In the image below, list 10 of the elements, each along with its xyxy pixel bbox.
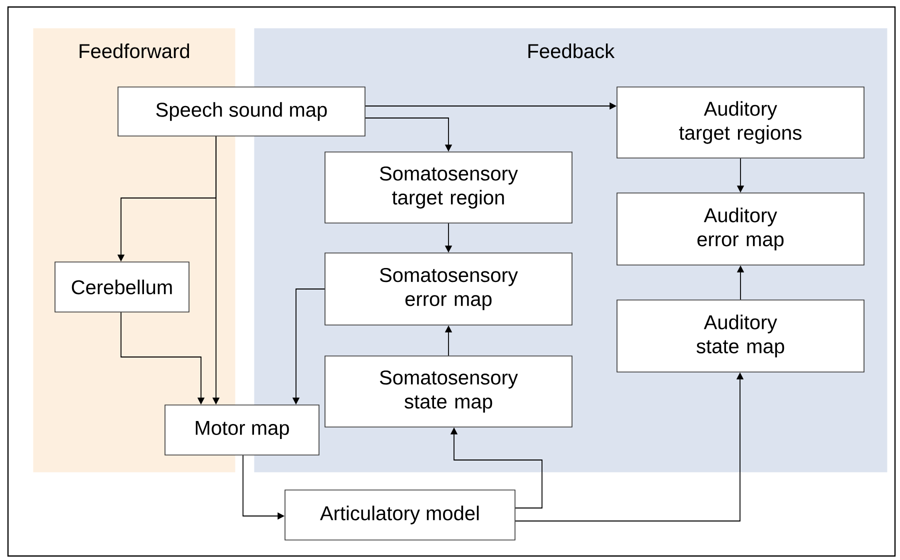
process-box: Somatosensory target region [324,152,572,224]
process-box: Auditory target regions [616,86,864,158]
process-box: Auditory error map [616,192,864,266]
process-box: Motor map [164,404,320,456]
process-box: Somatosensory state map [324,356,572,428]
process-box: Cerebellum [54,262,190,312]
process-box: Somatosensory error map [324,252,572,326]
process-box: Auditory state map [616,300,864,372]
process-box: Articulatory model [284,490,516,540]
process-box: Speech sound map [118,86,366,136]
